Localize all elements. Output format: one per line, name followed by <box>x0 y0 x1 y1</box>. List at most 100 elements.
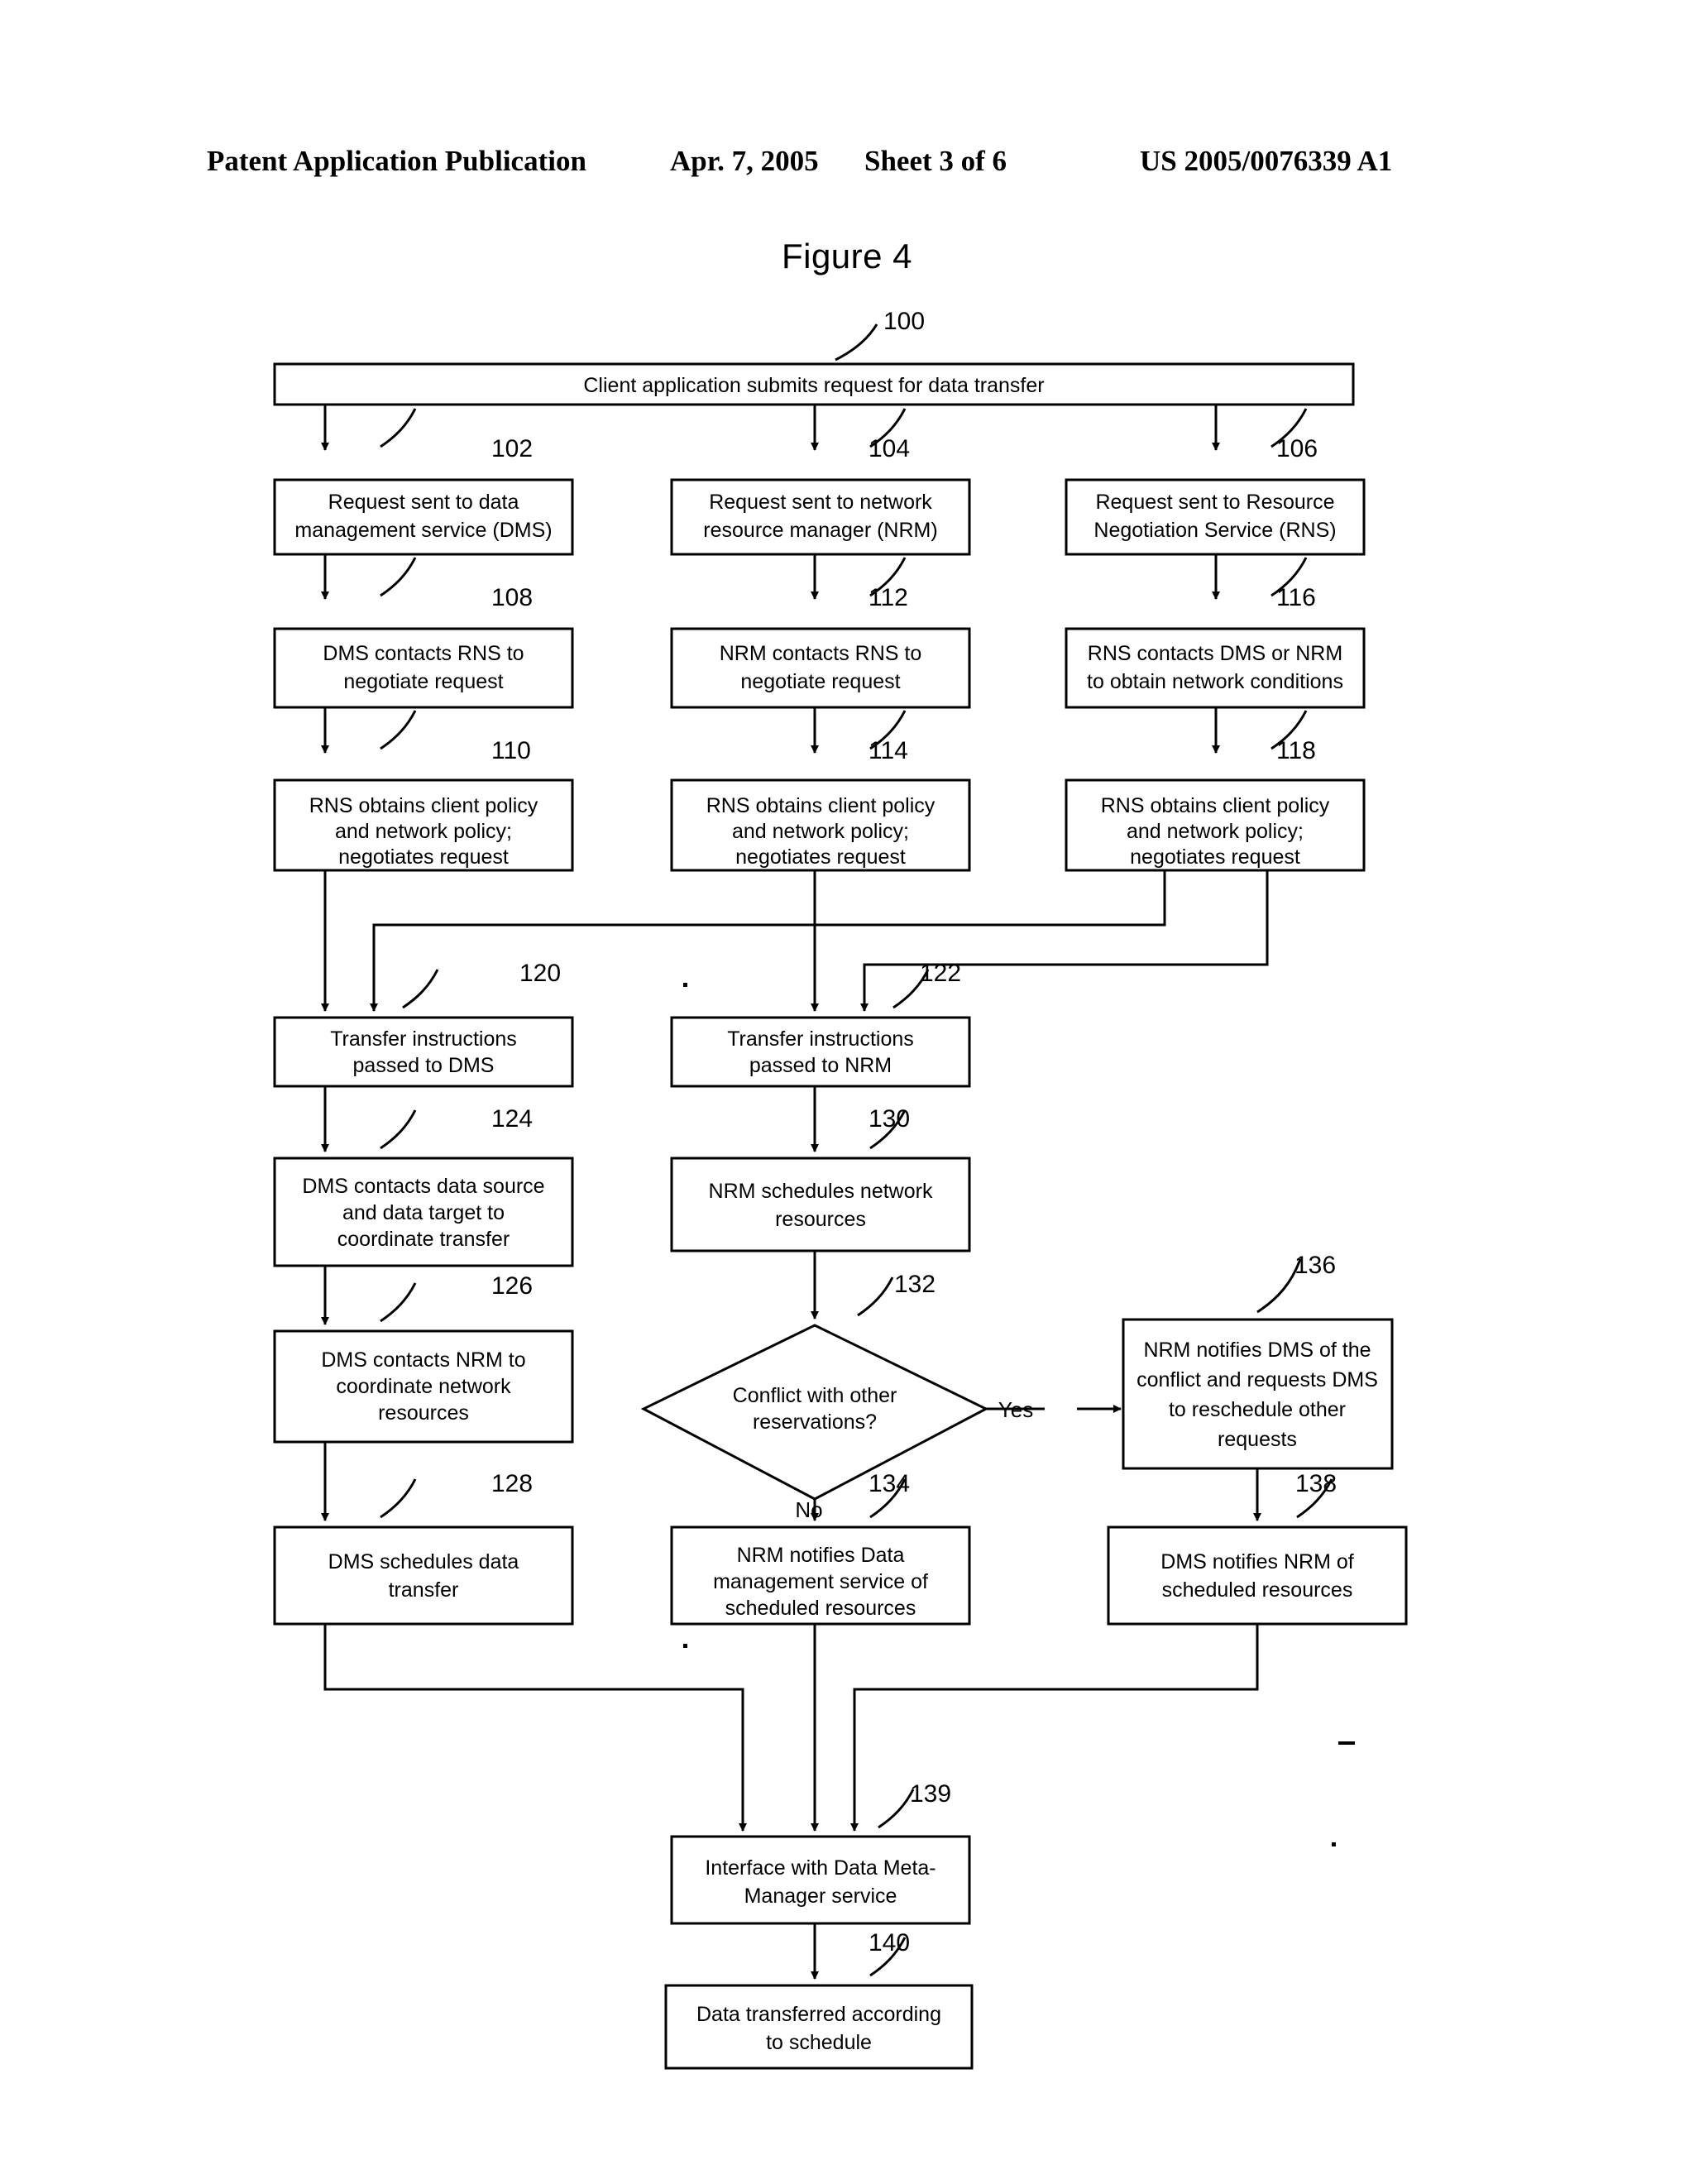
flow-node-100-line-0: Client application submits request for d… <box>583 374 1044 397</box>
ref-114: 114 <box>869 737 908 764</box>
flow-connectors <box>321 405 1269 1980</box>
flow-node-138[interactable]: DMS notifies NRM of scheduled resources <box>1107 1525 1408 1626</box>
flow-node-110[interactable]: RNS obtains client policy and network po… <box>273 778 574 872</box>
ref-102: 102 <box>491 435 533 462</box>
page-header: Patent Application Publication Apr. 7, 2… <box>0 145 1694 184</box>
ref-112: 112 <box>869 584 908 611</box>
flow-node-134-line-0: NRM notifies Data <box>737 1544 905 1567</box>
stray-speck-2 <box>683 1644 687 1648</box>
flow-node-102[interactable]: Request sent to data management service … <box>273 478 574 556</box>
ref-104: 104 <box>869 435 910 462</box>
flow-node-140[interactable]: Data transferred according to schedule <box>664 1984 974 2070</box>
flow-node-110-line-1: and network policy; <box>335 820 512 843</box>
ref-128: 128 <box>491 1470 533 1497</box>
flow-node-132-line-0: Conflict with other <box>733 1384 897 1407</box>
flow-node-120-line-1: passed to DMS <box>353 1054 495 1077</box>
ref-130: 130 <box>869 1105 910 1133</box>
header-sheet: Sheet 3 of 6 <box>864 145 1007 177</box>
flow-node-104[interactable]: Request sent to network resource manager… <box>670 478 971 556</box>
flow-node-122-line-0: Transfer instructions <box>727 1027 914 1051</box>
header-date: Apr. 7, 2005 <box>670 145 819 177</box>
flow-node-132-line-1: reservations? <box>753 1410 877 1434</box>
flow-node-134-line-1: management service of <box>713 1570 928 1593</box>
ref-108: 108 <box>491 584 533 611</box>
flow-node-139[interactable]: Interface with Data Meta- Manager servic… <box>670 1835 971 1925</box>
flow-node-126-line-1: coordinate network <box>336 1375 511 1398</box>
flow-node-124-line-0: DMS contacts data source <box>302 1175 544 1198</box>
flow-node-104-line-1: resource manager (NRM) <box>703 519 937 542</box>
flow-node-104-line-0: Request sent to network <box>709 491 932 514</box>
flow-node-136-line-3: requests <box>1218 1428 1297 1451</box>
ref-132: 132 <box>894 1271 936 1298</box>
flow-node-112-line-0: NRM contacts RNS to <box>720 642 922 665</box>
flow-node-116[interactable]: RNS contacts DMS or NRM to obtain networ… <box>1065 627 1366 709</box>
flow-node-114[interactable]: RNS obtains client policy and network po… <box>670 778 971 872</box>
ref-126: 126 <box>491 1272 533 1300</box>
ref-136: 136 <box>1294 1252 1336 1279</box>
flow-node-136-line-1: conflict and requests DMS <box>1137 1368 1378 1391</box>
flow-node-106-line-1: Negotiation Service (RNS) <box>1093 519 1336 542</box>
flow-node-134-line-2: scheduled resources <box>725 1597 916 1620</box>
flow-node-136-line-2: to reschedule other <box>1169 1398 1346 1421</box>
ref-134: 134 <box>869 1470 910 1497</box>
flow-node-128[interactable]: DMS schedules data transfer <box>273 1525 574 1626</box>
flow-node-124-line-1: and data target to <box>342 1201 505 1224</box>
stray-speck-3 <box>683 983 687 987</box>
flow-node-136[interactable]: NRM notifies DMS of the conflict and req… <box>1122 1318 1394 1470</box>
flow-node-108[interactable]: DMS contacts RNS to negotiate request <box>273 627 574 709</box>
flow-node-102-line-1: management service (DMS) <box>294 519 552 542</box>
ref-110: 110 <box>491 737 531 764</box>
flow-node-108-line-1: negotiate request <box>343 670 503 693</box>
flow-node-126-line-0: DMS contacts NRM to <box>321 1348 525 1372</box>
figure-title: Figure 4 <box>781 237 913 275</box>
flow-node-134[interactable]: NRM notifies Data management service of … <box>670 1525 971 1626</box>
ref-140: 140 <box>869 1929 910 1956</box>
ref-120: 120 <box>519 960 561 987</box>
flow-node-124[interactable]: DMS contacts data source and data target… <box>273 1157 574 1267</box>
ref-116: 116 <box>1276 584 1316 611</box>
flow-node-118-line-0: RNS obtains client policy <box>1101 794 1330 817</box>
edge-label-no: No <box>795 1497 822 1522</box>
flow-node-140-line-1: to schedule <box>766 2031 872 2054</box>
ref-106: 106 <box>1276 435 1318 462</box>
ref-118: 118 <box>1276 737 1316 764</box>
ref-139: 139 <box>910 1780 951 1808</box>
flow-node-114-line-1: and network policy; <box>732 820 909 843</box>
flow-node-132[interactable]: Conflict with other reservations? <box>640 1324 989 1501</box>
flow-node-128-line-1: transfer <box>389 1578 459 1602</box>
flow-node-118-line-1: and network policy; <box>1127 820 1304 843</box>
flow-node-138-line-0: DMS notifies NRM of <box>1160 1550 1353 1573</box>
flow-node-118-line-2: negotiates request <box>1130 845 1300 869</box>
edge-label-yes: Yes <box>998 1397 1033 1422</box>
flow-node-128-line-0: DMS schedules data <box>328 1550 519 1573</box>
flow-node-118[interactable]: RNS obtains client policy and network po… <box>1065 778 1366 872</box>
flow-node-114-line-2: negotiates request <box>735 845 906 869</box>
flow-node-138-line-1: scheduled resources <box>1162 1578 1353 1602</box>
flow-node-112-line-1: negotiate request <box>740 670 900 693</box>
flow-node-112[interactable]: NRM contacts RNS to negotiate request <box>670 627 971 709</box>
ref-138: 138 <box>1295 1470 1337 1497</box>
ref-122: 122 <box>920 960 961 987</box>
flow-node-126-line-2: resources <box>378 1401 469 1425</box>
flow-node-130[interactable]: NRM schedules network resources <box>670 1157 971 1252</box>
flow-node-106[interactable]: Request sent to Resource Negotiation Ser… <box>1065 478 1366 556</box>
flow-node-140-line-0: Data transferred according <box>696 2003 941 2026</box>
flow-node-100[interactable]: Client application submits request for d… <box>273 362 1355 406</box>
flow-node-102-line-0: Request sent to data <box>328 491 519 514</box>
flow-node-124-line-2: coordinate transfer <box>337 1228 510 1251</box>
stray-speck <box>1332 1842 1336 1846</box>
flow-node-120-line-0: Transfer instructions <box>330 1027 517 1051</box>
flow-node-116-line-0: RNS contacts DMS or NRM <box>1088 642 1342 665</box>
reference-numeral-leaders <box>380 323 1333 1977</box>
flow-node-126[interactable]: DMS contacts NRM to coordinate network r… <box>273 1329 574 1444</box>
flow-node-130-line-1: resources <box>775 1208 866 1231</box>
flow-node-139-line-1: Manager service <box>744 1885 897 1908</box>
flow-node-114-line-0: RNS obtains client policy <box>706 794 936 817</box>
flow-node-120[interactable]: Transfer instructions passed to DMS <box>273 1016 574 1088</box>
flow-node-122[interactable]: Transfer instructions passed to NRM <box>670 1016 971 1088</box>
flow-node-110-line-0: RNS obtains client policy <box>309 794 538 817</box>
header-publication: Patent Application Publication <box>207 145 586 177</box>
flow-node-136-line-0: NRM notifies DMS of the <box>1143 1339 1371 1362</box>
